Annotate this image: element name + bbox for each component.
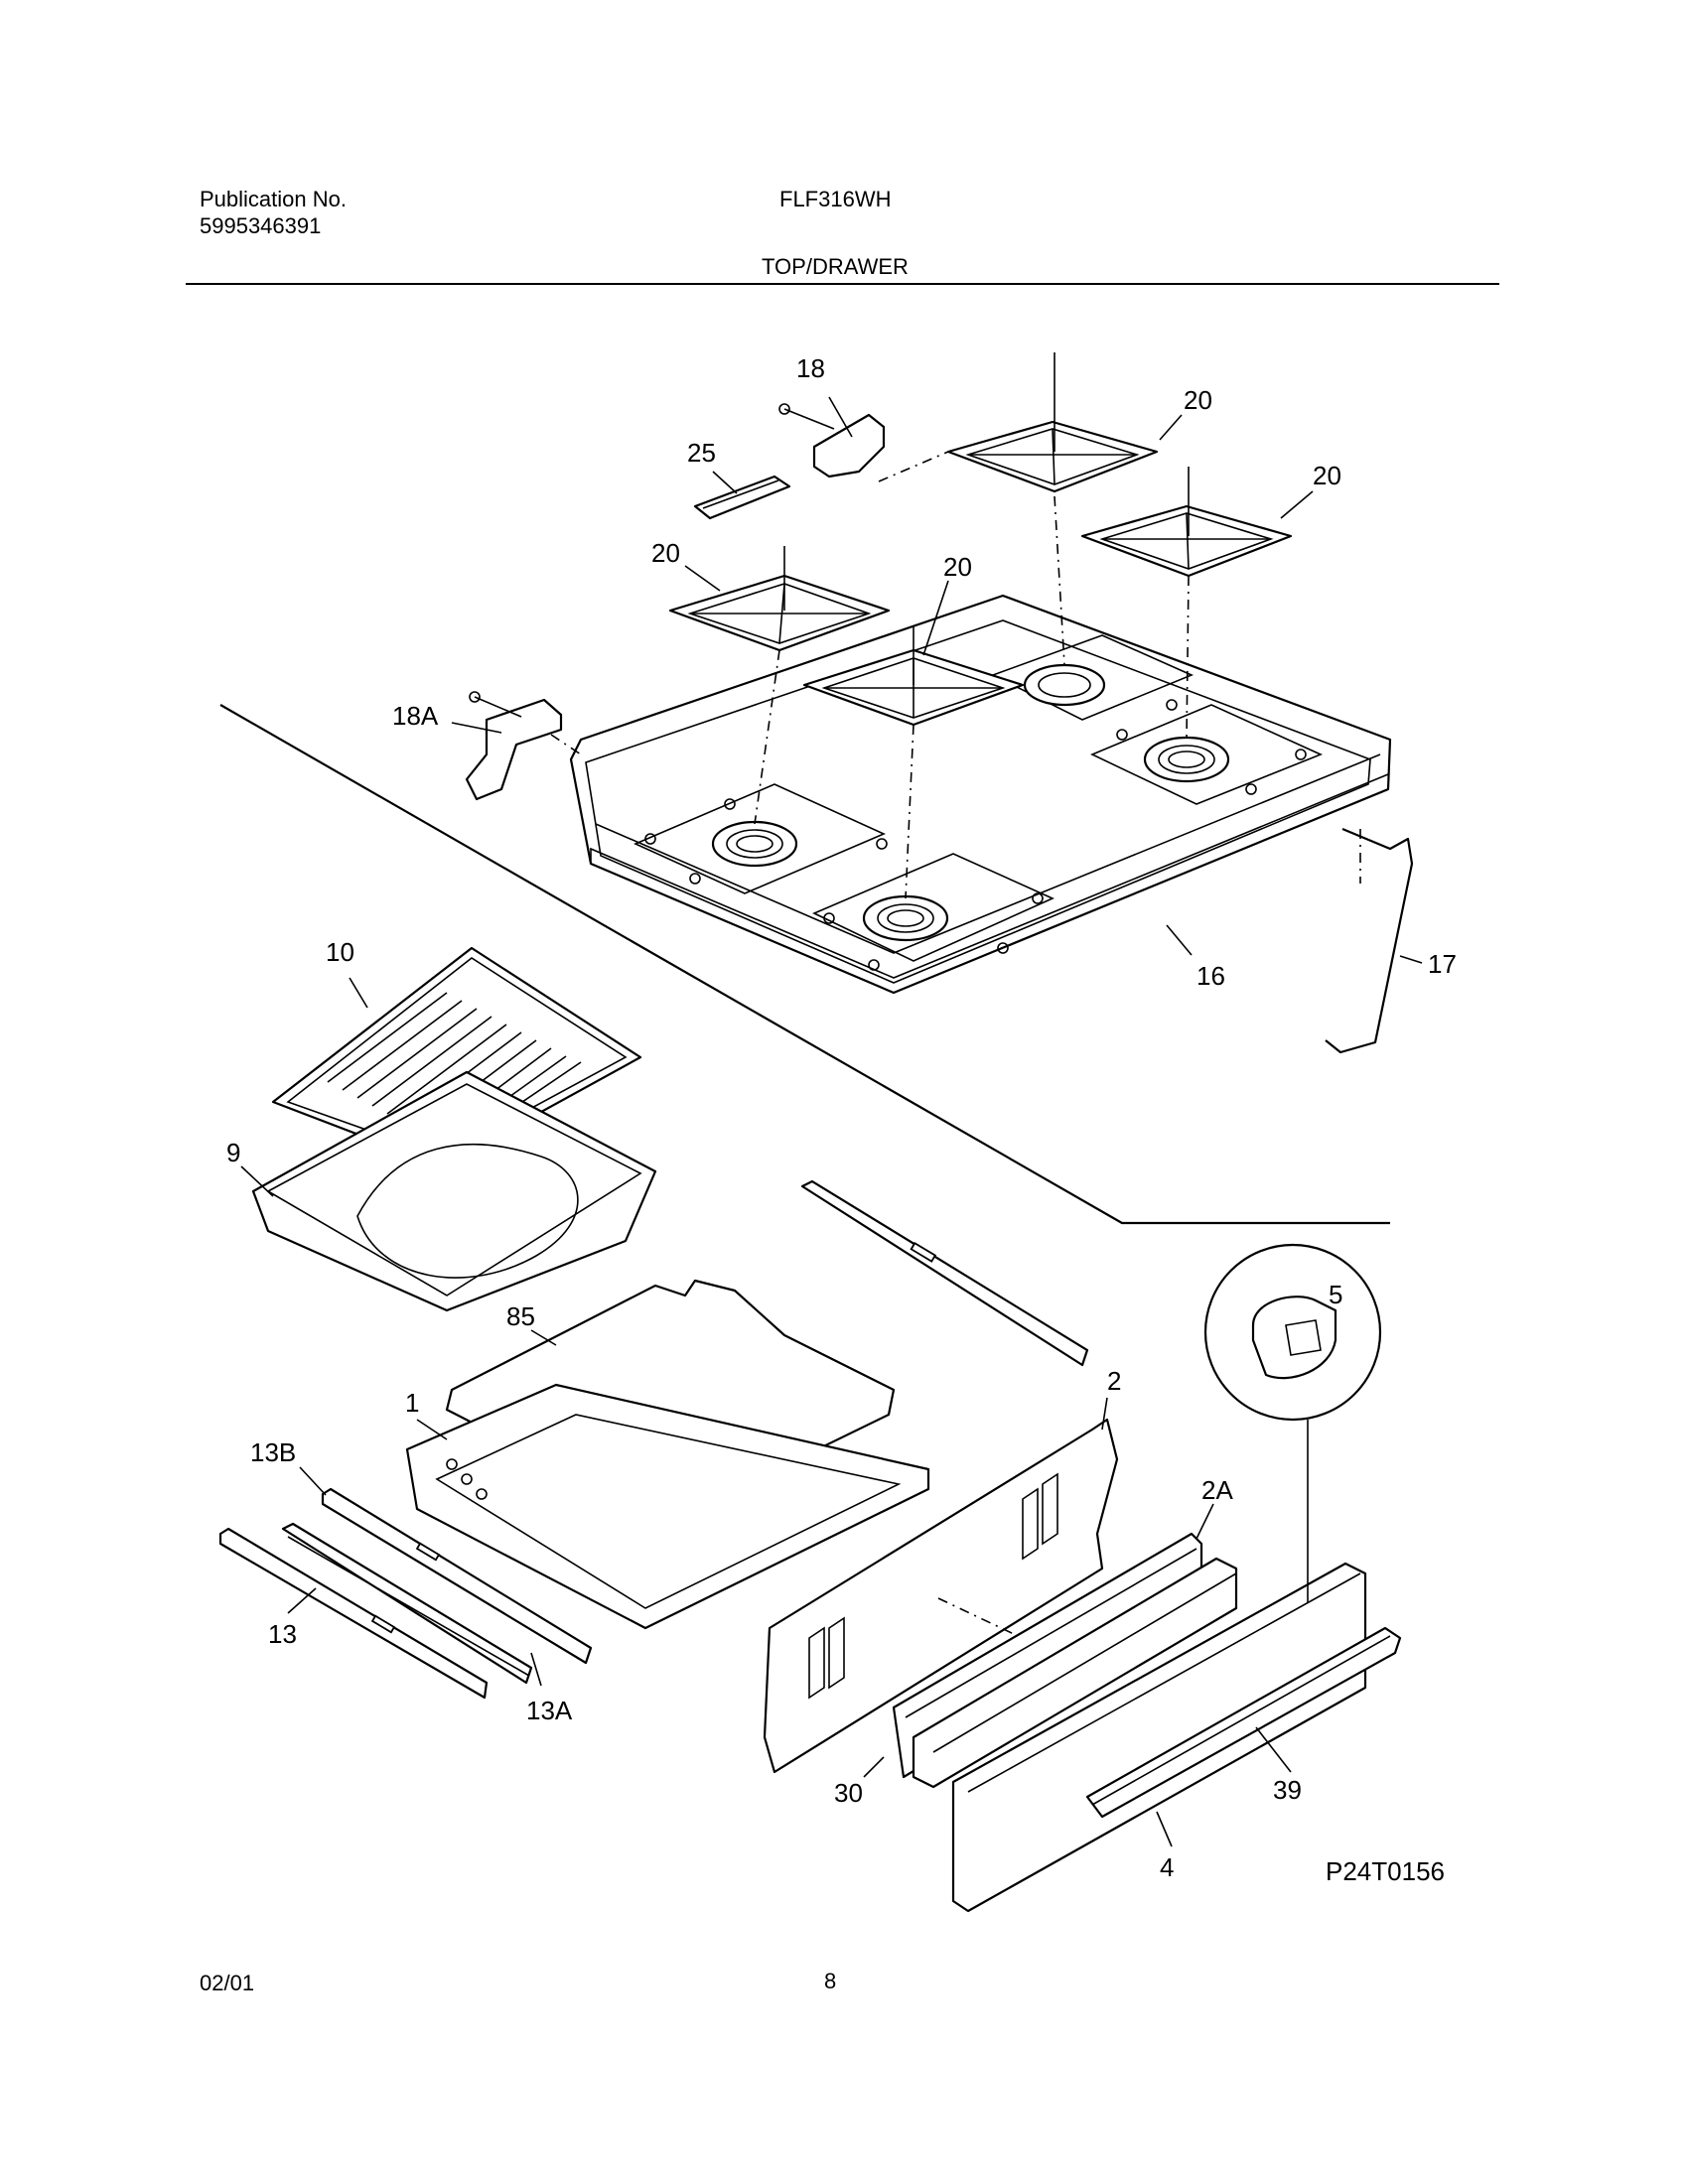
detail-bumper [1203,1243,1382,1603]
callout-25: 25 [687,438,716,468]
model-number: FLF316WH [779,187,892,211]
callout-2: 2 [1107,1366,1121,1396]
burner-grate-front-right [802,625,1025,727]
page-number: 8 [824,1969,837,1993]
callout-20-rear-right: 20 [1313,461,1341,490]
callout-13: 13 [268,1619,297,1649]
broiler-pan [251,1070,657,1312]
header-rule [186,283,1499,285]
burner-grate-rear-right [1080,467,1293,578]
section-divider-line [219,704,1390,1225]
callout-10: 10 [326,937,354,967]
drawer-body [405,1383,930,1630]
drawer-back-panel [763,1418,1119,1774]
callout-2A: 2A [1201,1475,1233,1505]
leader-lines [240,396,1423,1847]
callout-85: 85 [506,1301,535,1331]
trim-badge [693,475,791,520]
wire-support [1325,827,1414,1054]
callout-4: 4 [1160,1852,1174,1882]
drawer-side-rail-13 [218,1527,489,1700]
drawer-handle [1085,1626,1402,1819]
publication-number: 5995346391 [200,213,322,238]
burner-grate-rear-left [946,352,1159,493]
callout-1: 1 [405,1388,419,1418]
callout-16: 16 [1196,961,1225,991]
callout-18: 18 [796,353,825,383]
callout-30: 30 [834,1778,863,1808]
section-title: TOP/DRAWER [762,254,909,279]
drawer-slide-13A [281,1522,533,1685]
callout-20-front-left: 20 [651,538,680,568]
cooktop [569,594,1392,995]
drawer-rail-upper [800,1179,1089,1367]
callout-13A: 13A [526,1696,573,1725]
callout-13B: 13B [250,1437,296,1467]
publication-label: Publication No. [200,187,347,211]
callout-5: 5 [1329,1280,1342,1309]
drawer-side-rail-13B [321,1487,593,1665]
callout-9: 9 [226,1138,240,1167]
callout-20-rear-left: 20 [1184,385,1212,415]
burner-grate-front-left [668,546,891,652]
drawer-front-panel [951,1562,1367,1913]
callout-20-front-right: 20 [943,552,972,582]
top-hinge-bracket [778,403,886,478]
callout-39: 39 [1273,1775,1302,1805]
callout-18A: 18A [392,701,439,731]
figure-code: P24T0156 [1326,1856,1445,1886]
callout-17: 17 [1428,949,1457,979]
drawer-front-insulation [912,1557,1238,1789]
side-bracket [465,691,563,801]
footer-date: 02/01 [200,1971,255,1995]
